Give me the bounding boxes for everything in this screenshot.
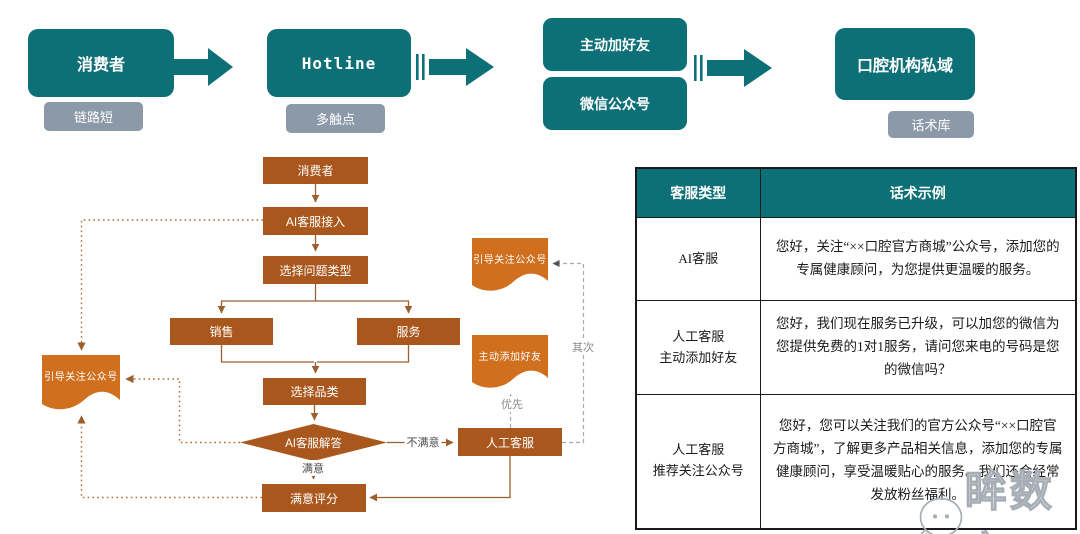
flow-arrow-barred-icon [694, 49, 772, 87]
node-category: 选择品类 [263, 378, 366, 405]
flow-arrow-icon [171, 48, 233, 86]
tag-short-link-label: 链路短 [73, 110, 113, 125]
stage-wechat-mp: 微信公众号 [543, 77, 687, 130]
cell-script: 您好，我们现在服务已升级，可以加您的微信为您提供免费的1对1服务，请问您来电的号… [759, 300, 1077, 395]
tag-multi-touchpoint: 多触点 [286, 104, 385, 133]
node-guide-follow-left: 引导关注公众号 [42, 355, 120, 413]
node-consumer-label: 消费者 [297, 164, 334, 178]
node-guide-follow-left-label: 引导关注公众号 [44, 372, 118, 383]
wave-shape-icon [472, 335, 548, 388]
node-category-label: 选择品类 [290, 385, 339, 399]
node-add-friend-label: 主动添加好友 [478, 352, 542, 363]
cell-type: 人工客服 推荐关注公众号 [635, 394, 761, 529]
edge-label-unsatisfied: 不满意 [404, 434, 442, 450]
stage-private-domain-label: 口腔机构私域 [856, 58, 953, 75]
stage-consumer: 消费者 [28, 29, 174, 97]
cell-type: 人工客服 主动添加好友 [635, 300, 761, 395]
stage-add-friend-label: 主动加好友 [580, 38, 650, 54]
table-row: AI客服 您好，关注“××口腔官方商城”公众号，添加您的专属健康顾问，为您提供更… [635, 217, 1077, 301]
stage-hotline: Hotline [267, 29, 411, 97]
cell-script: 您好，您可以关注我们的官方公众号“××口腔官方商城”，了解更多产品相关信息，添加… [759, 394, 1077, 529]
stage-wechat-mp-label: 微信公众号 [580, 97, 650, 113]
node-ai-access-label: AI客服接入 [285, 214, 346, 229]
node-add-friend: 主动添加好友 [472, 335, 548, 391]
stage-hotline-label: Hotline [301, 53, 377, 73]
edge-label-secondary: 其次 [570, 339, 596, 355]
wave-shape-icon [42, 355, 120, 410]
node-sales-label: 销售 [209, 325, 234, 339]
speech-bubble-icon [919, 497, 963, 534]
table-header-row: 客服类型 话术示例 [635, 167, 1077, 218]
edge-label-priority: 优先 [499, 396, 525, 412]
tag-short-link: 链路短 [44, 102, 143, 131]
flow-arrow-barred-icon [416, 48, 494, 86]
table-row: 人工客服 推荐关注公众号 您好，您可以关注我们的官方公众号“××口腔官方商城”，… [635, 394, 1077, 529]
node-satisfaction-score-label: 满意评分 [289, 491, 338, 506]
node-service: 服务 [357, 318, 460, 345]
stage-private-domain: 口腔机构私域 [835, 28, 975, 100]
wave-shape-icon [472, 238, 548, 291]
edge-label-satisfied: 满意 [300, 460, 326, 476]
node-guide-follow-right-label: 引导关注公众号 [473, 255, 547, 266]
node-human-agent: 人工客服 [458, 428, 562, 456]
node-sales: 销售 [170, 318, 273, 345]
cell-script: 您好，关注“××口腔官方商城”公众号，添加您的专属健康顾问，为您提供更温暖的服务… [759, 217, 1077, 301]
script-example-table: 客服类型 话术示例 AI客服 您好，关注“××口腔官方商城”公众号，添加您的专属… [635, 167, 1077, 530]
stage-consumer-label: 消费者 [76, 57, 125, 74]
table-header-type: 客服类型 [635, 167, 761, 218]
node-guide-follow-right: 引导关注公众号 [472, 238, 548, 294]
node-service-label: 服务 [396, 325, 421, 339]
node-satisfaction-score: 满意评分 [262, 484, 366, 512]
table-row: 人工客服 主动添加好友 您好，我们现在服务已升级，可以加您的微信为您提供免费的1… [635, 300, 1077, 395]
cell-type: AI客服 [635, 217, 761, 301]
node-human-agent-label: 人工客服 [485, 435, 534, 450]
node-question-type: 选择问题类型 [263, 256, 368, 284]
node-question-type-label: 选择问题类型 [279, 263, 352, 278]
tag-multi-touchpoint-label: 多触点 [315, 112, 355, 127]
watermark: 眸数字 [912, 458, 1080, 534]
tag-script-library-label: 话术库 [911, 118, 951, 133]
watermark-text: 眸数字 [964, 469, 1055, 534]
node-ai-answer-label: AI客服解答 [285, 437, 342, 450]
node-consumer: 消费者 [263, 157, 368, 184]
node-ai-access: AI客服接入 [263, 207, 368, 235]
stage-add-friend: 主动加好友 [543, 18, 687, 71]
tag-script-library: 话术库 [888, 111, 974, 138]
table-header-script: 话术示例 [759, 167, 1077, 218]
